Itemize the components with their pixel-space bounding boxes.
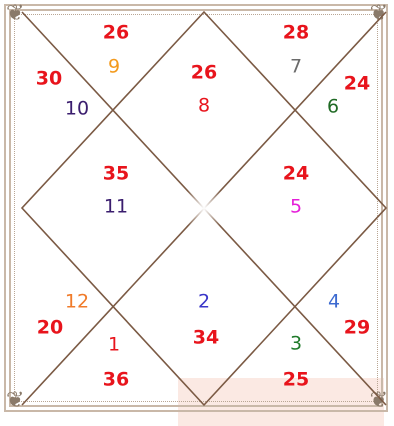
- house-number-right-diamond: 5: [290, 198, 302, 217]
- house-number-top-diamond: 8: [198, 97, 210, 116]
- points-bottom-left: 36: [103, 371, 129, 390]
- points-top-diamond: 26: [191, 64, 217, 83]
- points-right-diamond: 24: [283, 165, 309, 184]
- points-top-left: 26: [103, 24, 129, 43]
- house-number-left-bottom: 12: [65, 293, 89, 312]
- house-number-bottom-right: 3: [290, 335, 302, 354]
- house-number-right-top: 6: [327, 98, 339, 117]
- house-number-top-left: 9: [108, 58, 120, 77]
- points-left-diamond: 35: [103, 165, 129, 184]
- house-number-top-right: 7: [290, 58, 302, 77]
- points-right-top: 24: [344, 75, 370, 94]
- house-number-bottom-left: 1: [108, 336, 120, 355]
- house-number-left-top: 10: [65, 100, 89, 119]
- points-top-right: 28: [283, 24, 309, 43]
- center-glow: [180, 184, 228, 232]
- house-number-bottom-diamond: 2: [198, 293, 210, 312]
- house-number-right-bottom: 4: [328, 293, 340, 312]
- points-bottom-diamond: 34: [193, 329, 219, 348]
- house-number-left-diamond: 11: [104, 198, 128, 217]
- points-left-top: 30: [36, 70, 62, 89]
- points-bottom-right: 25: [283, 371, 309, 390]
- points-left-bottom: 20: [37, 319, 63, 338]
- points-right-bottom: 29: [344, 319, 370, 338]
